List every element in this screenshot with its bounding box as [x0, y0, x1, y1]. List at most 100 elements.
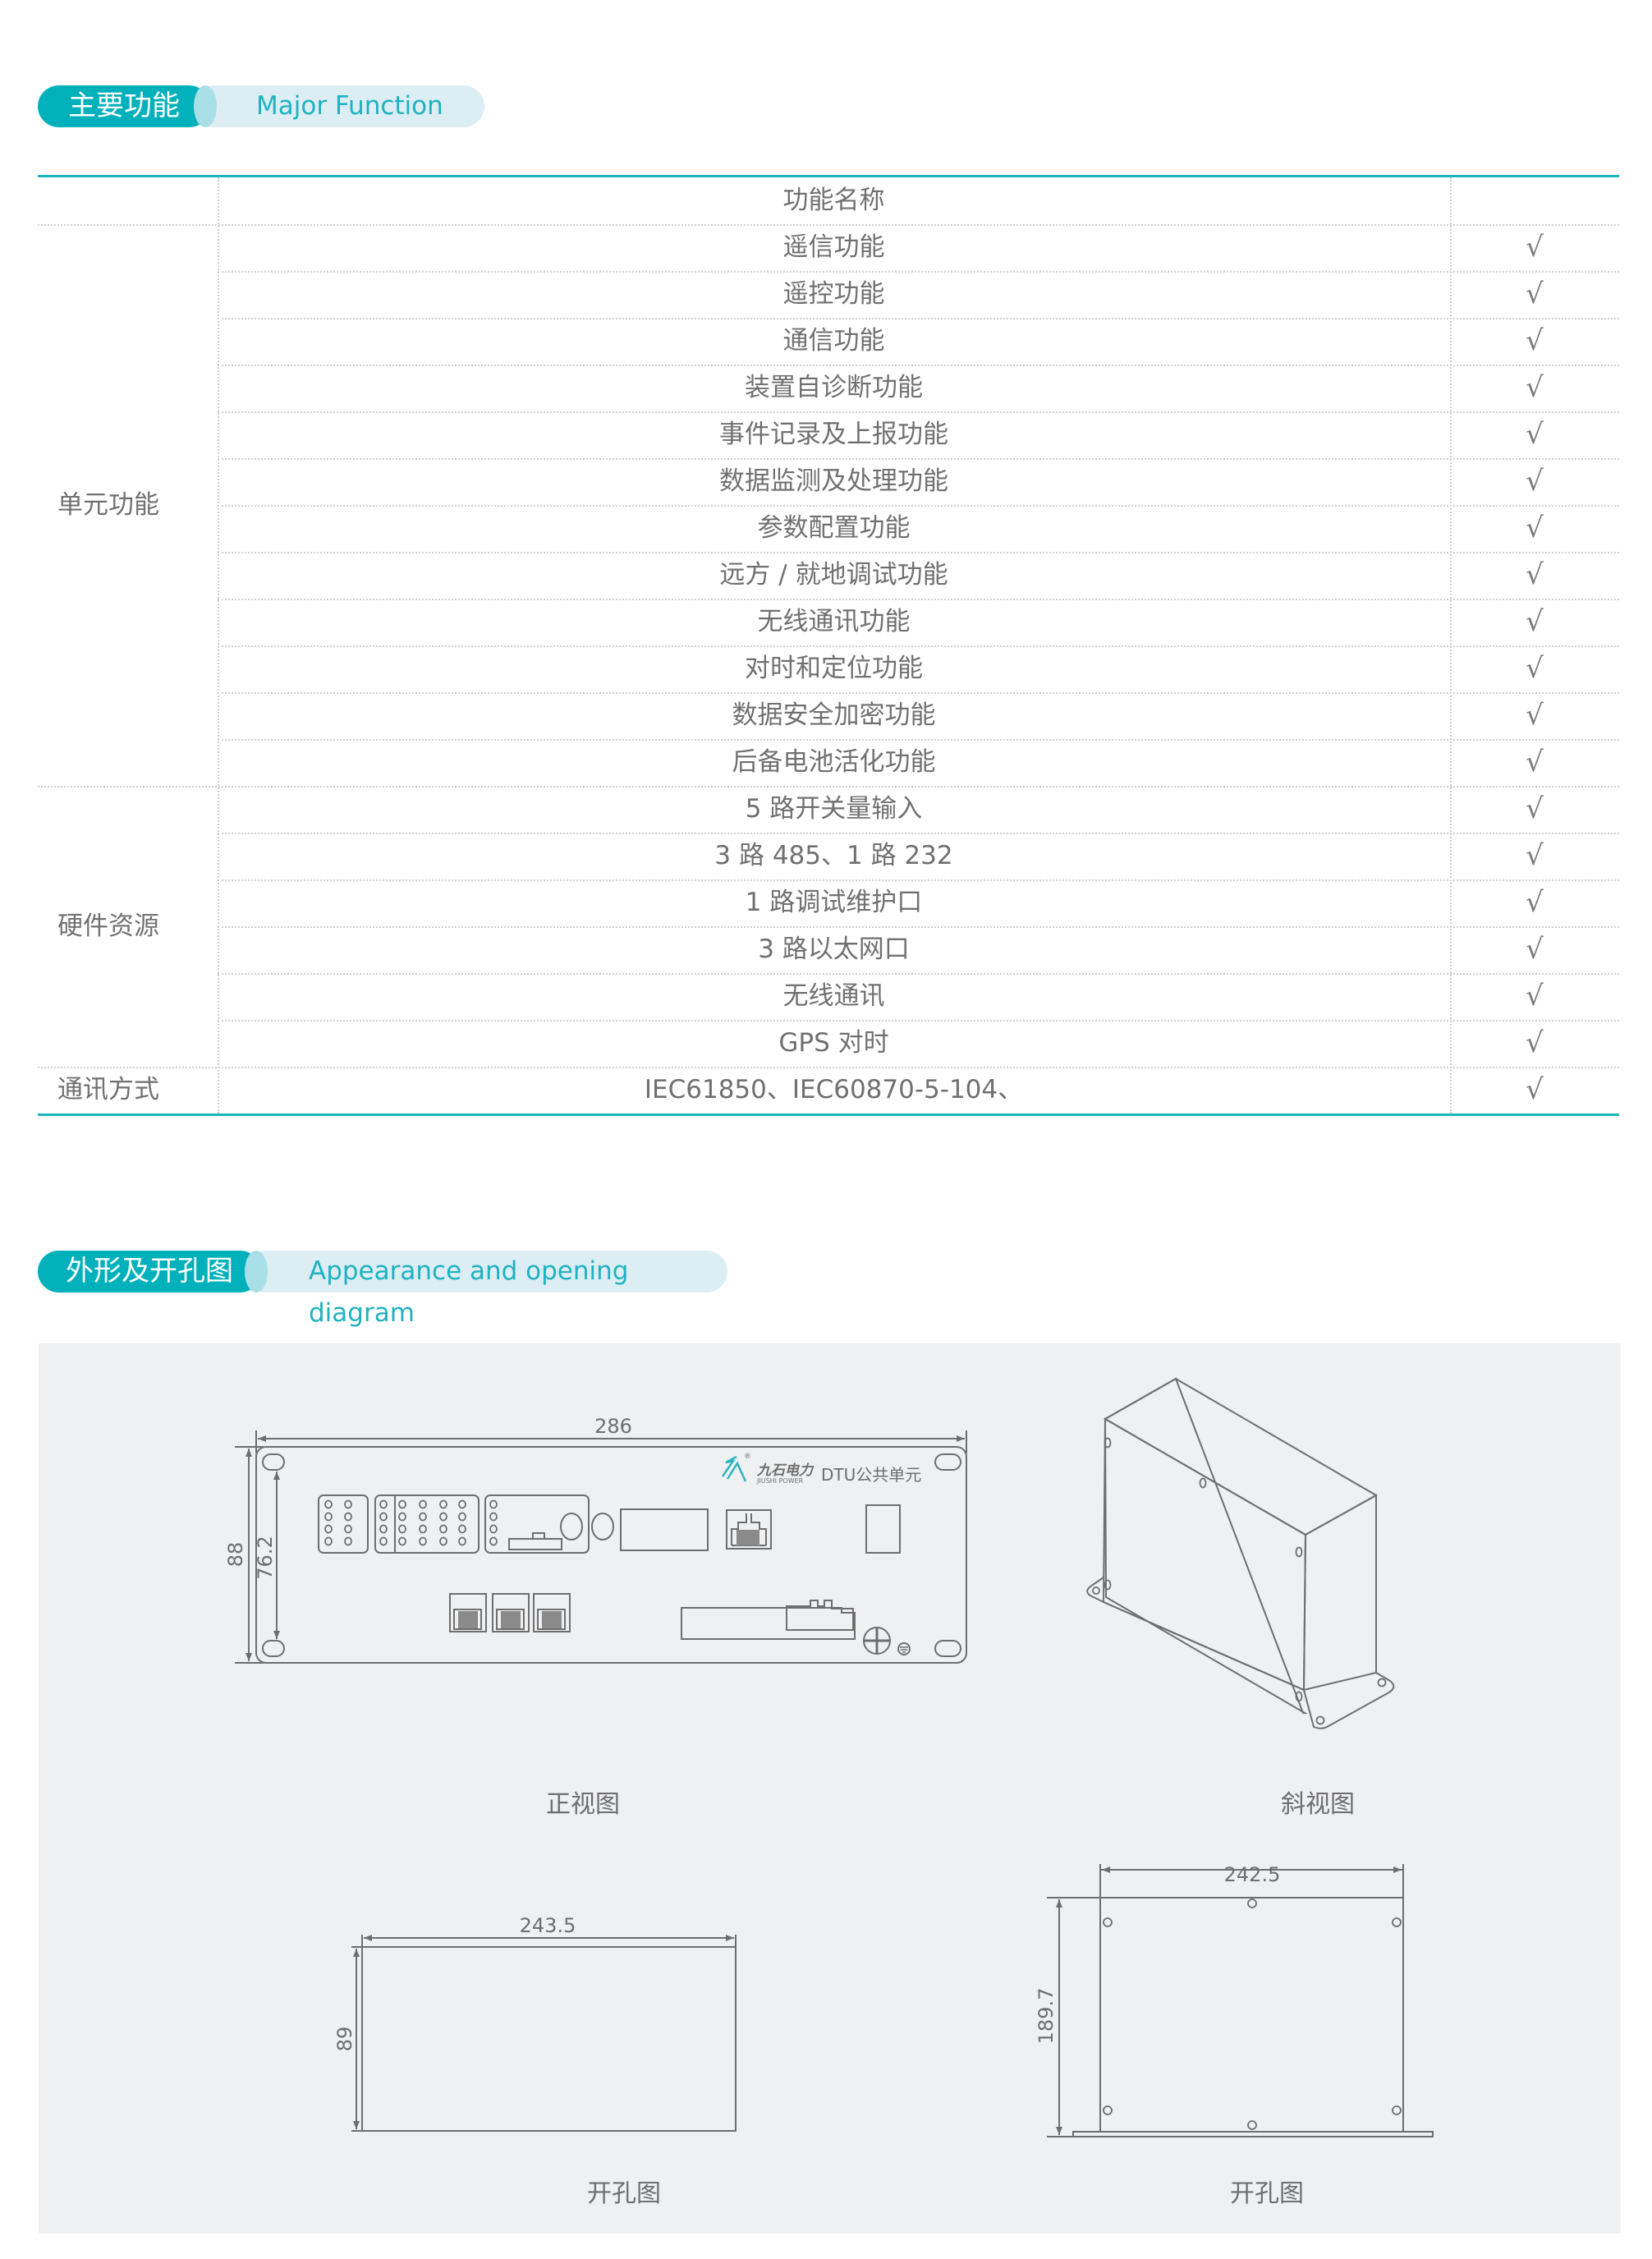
- check-mark-icon: √: [1526, 465, 1544, 498]
- function-name: 无线通讯功能: [757, 607, 911, 636]
- function-name: 后备电池活化功能: [732, 747, 936, 777]
- table-row: 数据监测及处理功能 √: [38, 458, 1619, 505]
- mount-hole-icon: [1392, 1917, 1402, 1927]
- table-row: 1 路调试维护口√: [38, 879, 1619, 926]
- check-mark-icon: √: [1526, 371, 1544, 404]
- row-divider: [38, 786, 1619, 787]
- function-name: 对时和定位功能: [745, 654, 923, 683]
- front-view-drawing: [235, 1430, 967, 1664]
- caption-front-view: 正视图: [546, 1790, 620, 1819]
- section-title-cn: 主要功能: [38, 85, 210, 127]
- function-name: IEC61850、IEC60870-5-104、: [644, 1075, 1024, 1104]
- row-divider: [218, 411, 1619, 413]
- table-row: 无线通讯√: [38, 973, 1619, 1020]
- mount-hole-icon: [1103, 1917, 1113, 1927]
- function-name: 参数配置功能: [757, 513, 911, 543]
- caption-cutout-front: 开孔图: [587, 2179, 661, 2208]
- pill-overlap-decoration: [194, 85, 217, 127]
- table-header-row: 功能名称: [38, 177, 1619, 224]
- mount-hole-icon: [1103, 2105, 1113, 2115]
- function-name: 3 路以太网口: [758, 934, 910, 964]
- brand-name-cn: 九石电力: [756, 1462, 815, 1479]
- table-row: 对时和定位功能 √: [38, 645, 1619, 692]
- pill-overlap-decoration: [245, 1251, 268, 1292]
- check-mark-icon: √: [1526, 278, 1544, 310]
- group-label: 单元功能: [57, 490, 159, 520]
- check-mark-icon: √: [1526, 980, 1544, 1012]
- row-divider: [218, 1020, 1619, 1022]
- diagram-panel: [39, 1343, 1621, 2234]
- function-name: 数据监测及处理功能: [719, 466, 948, 496]
- row-divider: [218, 973, 1619, 975]
- mount-hole-icon: [1247, 2120, 1257, 2130]
- table-row: 后备电池活化功能√: [38, 739, 1619, 786]
- terminal-holes: [324, 1499, 498, 1546]
- check-mark-icon: √: [1526, 418, 1544, 451]
- function-name: 事件记录及上报功能: [719, 420, 948, 449]
- dim-cutout-front-height: 89: [333, 2027, 356, 2052]
- dim-cutout-front-width: 243.5: [520, 1914, 576, 1937]
- table-row: 参数配置功能 √: [38, 505, 1619, 552]
- row-divider: [218, 505, 1619, 507]
- dim-cutout-mount-height: 189.7: [1035, 1988, 1058, 2045]
- function-name: 远方 / 就地调试功能: [719, 560, 948, 590]
- check-mark-icon: √: [1526, 699, 1544, 732]
- function-name: 装置自诊断功能: [745, 373, 923, 402]
- check-mark-icon: √: [1526, 652, 1544, 685]
- section-title-en: Appearance and opening diagram: [245, 1251, 727, 1328]
- table-row: 数据安全加密功能 √: [38, 692, 1619, 739]
- header-function-name: 功能名称: [782, 186, 885, 215]
- row-divider: [38, 1067, 1619, 1068]
- function-name: 3 路 485、1 路 232: [714, 841, 953, 870]
- function-name: 遥控功能: [782, 279, 885, 309]
- table-row: 5 路开关量输入 √: [38, 786, 1619, 833]
- table-row: IEC61850、IEC60870-5-104、√: [38, 1067, 1619, 1113]
- row-divider: [218, 645, 1619, 647]
- row-divider: [38, 224, 1619, 226]
- section-header-appearance: 外形及开孔图 Appearance and opening diagram: [38, 1251, 727, 1328]
- table-row: 无线通讯功能 √: [38, 599, 1619, 645]
- check-mark-icon: √: [1526, 1026, 1544, 1059]
- table-row: 事件记录及上报功能 √: [38, 411, 1619, 458]
- row-divider: [218, 365, 1619, 366]
- function-name: 5 路开关量输入: [745, 794, 923, 824]
- table-row: 远方 / 就地调试功能√: [38, 552, 1619, 599]
- cutout-mount-drawing: [1072, 1869, 1434, 2137]
- check-mark-icon: √: [1526, 933, 1544, 966]
- mount-hole-icon: [1392, 2105, 1402, 2115]
- table-row: 装置自诊断功能 √: [38, 365, 1619, 411]
- function-name: 通信功能: [782, 326, 885, 356]
- function-name: 数据安全加密功能: [732, 700, 936, 730]
- table-row: 通信功能√: [38, 318, 1619, 365]
- row-divider: [218, 692, 1619, 694]
- function-name: GPS 对时: [778, 1028, 889, 1058]
- row-divider: [218, 318, 1619, 319]
- group-label: 通讯方式: [57, 1075, 159, 1104]
- column-divider: [1450, 177, 1452, 1113]
- row-divider: [218, 739, 1619, 741]
- check-mark-icon: √: [1526, 839, 1544, 872]
- table-top-rule: [38, 175, 1619, 177]
- section-header-major-function: 主要功能 Major Function: [38, 85, 484, 127]
- check-mark-icon: √: [1526, 512, 1544, 544]
- dim-front-height: 88: [224, 1542, 247, 1568]
- section-title-cn: 外形及开孔图: [38, 1251, 261, 1292]
- dim-front-width: 286: [594, 1415, 632, 1438]
- registered-mark: ®: [744, 1453, 751, 1461]
- check-mark-icon: √: [1526, 605, 1544, 638]
- row-divider: [218, 552, 1619, 553]
- brand-name-en: JIUSHI POWER: [756, 1477, 804, 1485]
- row-divider: [218, 599, 1619, 600]
- caption-oblique-view: 斜视图: [1281, 1790, 1355, 1819]
- table-row: 3 路以太网口 √: [38, 926, 1619, 973]
- row-divider: [218, 833, 1619, 834]
- product-label: DTU公共单元: [821, 1465, 921, 1485]
- row-divider: [218, 879, 1619, 881]
- table-row: 遥控功能 √: [38, 271, 1619, 318]
- table-row: GPS 对时 √: [38, 1020, 1619, 1067]
- check-mark-icon: √: [1526, 792, 1544, 825]
- row-divider: [218, 271, 1619, 273]
- column-divider: [218, 177, 219, 1113]
- table-row: 遥信功能√: [38, 224, 1619, 271]
